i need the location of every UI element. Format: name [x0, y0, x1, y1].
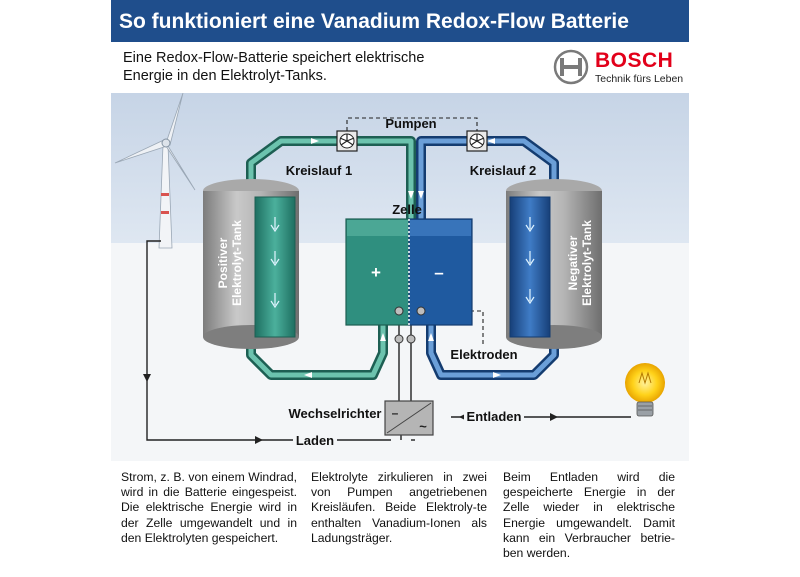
- infographic: So funktioniert eine Vanadium Redox-Flow…: [111, 0, 689, 577]
- flow-arrows: [304, 138, 501, 378]
- title-bar: So funktioniert eine Vanadium Redox-Flow…: [111, 0, 689, 42]
- text-column-2: Elektrolyte zirkulieren in zwei von Pump…: [311, 470, 487, 545]
- subtitle: Eine Redox-Flow-Batterie speichert elekt…: [123, 50, 425, 84]
- label-kreislauf-2: Kreislauf 2: [470, 163, 536, 178]
- label-tank-pos-1: Positiver: [216, 237, 230, 288]
- negative-tank: [506, 179, 602, 349]
- inverter: [384, 400, 434, 436]
- wind-turbine: [114, 93, 196, 249]
- label-wechselrichter: Wechselrichter: [289, 406, 382, 421]
- bosch-logo: BOSCH Technik fürs Leben: [553, 49, 683, 89]
- positive-tank: [203, 179, 299, 349]
- label-tank-neg-1: Negativer: [566, 235, 580, 290]
- label-zelle: Zelle: [392, 202, 422, 217]
- light-bulb-icon: [625, 363, 665, 417]
- text-column-1: Strom, z. B. von einem Windrad, wird in …: [121, 470, 297, 545]
- pump-right-icon: [466, 130, 488, 152]
- circuit-2-pipes: [416, 136, 559, 380]
- battery-diagram: Pumpen Kreislauf 1 Kreislauf 2 Zelle + –…: [111, 93, 689, 461]
- logo-brand: BOSCH: [595, 49, 674, 72]
- label-plus: +: [371, 263, 381, 282]
- label-laden: Laden: [296, 433, 334, 448]
- wire-arrow-down: [143, 374, 151, 382]
- label-minus: –: [434, 263, 443, 282]
- circuit-1-pipes: [246, 136, 416, 380]
- leader-lines: [346, 117, 484, 345]
- pump-left-icon: [336, 130, 358, 152]
- label-tank-pos-2: Elektrolyt-Tank: [230, 220, 244, 306]
- text-column-3: Beim Entladen wird die gespeicherte Ener…: [503, 470, 675, 561]
- label-kreislauf-1: Kreislauf 1: [286, 163, 352, 178]
- page-title: So funktioniert eine Vanadium Redox-Flow…: [119, 10, 629, 33]
- label-entladen: Entladen: [467, 409, 522, 424]
- label-inverter-tilde: ~: [419, 419, 427, 434]
- label-pumpen: Pumpen: [385, 116, 436, 131]
- logo-tagline: Technik fürs Leben: [595, 73, 684, 85]
- bosch-armature-icon: [553, 49, 589, 85]
- label-inverter-minus: –: [392, 406, 399, 420]
- cell: [345, 218, 473, 344]
- wire-arrow-right: [255, 436, 263, 444]
- label-elektroden: Elektroden: [450, 347, 517, 362]
- label-tank-neg-2: Elektrolyt-Tank: [580, 220, 594, 306]
